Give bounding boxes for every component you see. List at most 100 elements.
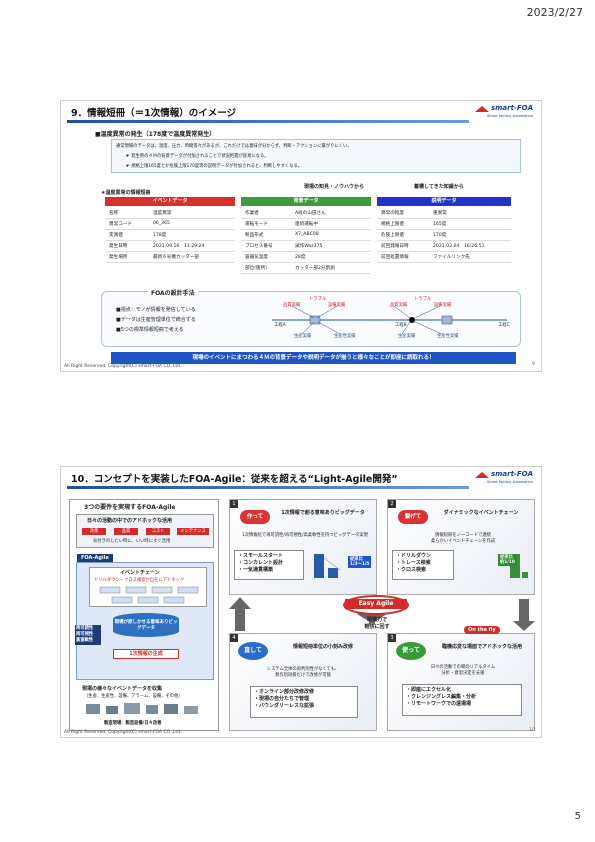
conclusion-banner: 現場のイベントにまつわる４Ｍの背景データや説明データが揃うと様々なことが即座に読… [111, 352, 516, 364]
q2-title: ダイナミックなイベントチェーン [443, 510, 519, 516]
process-flow-diagram [272, 305, 507, 335]
q3-title: 臨機応変な場面でアドホックな活用 [441, 644, 522, 650]
page-number: 5 [574, 811, 581, 822]
properties-list: 再可読性 再可視性 高速軟性 [75, 625, 101, 645]
quadrant-1: 1 作って 1次情報で創る意味ありビッグデータ 1次情報化で再可読性/再可視性/… [229, 499, 377, 595]
on-the-fly-tag: On the fly [464, 626, 500, 634]
verb-connect: 繋げて [398, 510, 428, 524]
q3-sub: 日々の活動での場のリアルタイム 分析・意思決定を支援 [430, 665, 496, 676]
quadrant-number: 2 [388, 500, 396, 508]
verb-make: 作って [240, 510, 270, 524]
event-chain-box: イベントチェーン ドリルダウン・クロス検索が自在にアドホック [89, 567, 207, 607]
card-label: ★温度異常の情報短冊 [101, 190, 151, 196]
easy-agile-label: Easy Agile [345, 599, 407, 609]
tag-quality: 品質 [114, 528, 138, 535]
table-row: 部位(箇所)カッター部2分割測 [241, 263, 371, 274]
event-data-header: イベントデータ [105, 197, 235, 206]
q2-sub: 情報短冊をノーコードで連続 柔らかいイベントチェーンを作成 [430, 533, 496, 544]
flow-equip-2: 設備実績 [434, 303, 452, 308]
slide-9: 9．情報短冊（＝1次情報）のイメージ smart-FOA Smart Facto… [60, 100, 542, 372]
tag-kaizen: 改善 [82, 528, 106, 535]
logo-subtext: Smart Factory Automation [487, 114, 533, 118]
q4-list: ・オンライン部分改修改修・現場の自分たちで管理・バウンダリーレスな拡張 [250, 686, 358, 718]
q2-badge: 従来比 約1/10 [498, 554, 517, 566]
slide-number: 9 [532, 362, 535, 367]
slide-number: 10 [529, 728, 535, 733]
background-data-header: 背景データ [241, 197, 371, 206]
quadrant-4: 4 直して 情報短冊単位の小刻み改修 システム全体の再判別性がなくても、 無作別… [229, 633, 377, 731]
smart-foa-logo: smart-FOA Smart Factory Automation [473, 470, 535, 488]
q4-title: 情報短冊単位の小刻み改修 [292, 644, 353, 650]
label-field-knowhow: 現場の知見・ノウハウから [304, 184, 365, 190]
flow-prod-1: 生産実績 [294, 334, 312, 339]
quadrant-2: 2 繋げて ダイナミックなイベントチェーン 情報短冊をノーコードで連続 柔らかい… [387, 499, 535, 595]
table-row: 名称温度異常 [105, 208, 235, 219]
tag-maintenance: メンテナンス [177, 528, 209, 535]
flow-quality-2: 品質実績 [390, 303, 408, 308]
slide-title: 9．情報短冊（＝1次情報）のイメージ [71, 108, 237, 119]
foa-agile-area: FOA-Agile イベントチェーン ドリルダウン・クロス検索が自在にアドホック… [75, 554, 214, 680]
method-box: FOAの設計手法 ■視点：モノが情報を発信している ■データは生産管理単位で統合… [101, 288, 521, 347]
quadrant-number: 4 [230, 634, 238, 642]
q1-title: 1次情報で創る意味ありビッグデータ [281, 510, 365, 516]
quadrant-number: 3 [388, 634, 396, 642]
quadrant-number: 1 [230, 500, 238, 508]
title-underline [67, 120, 469, 123]
desc-line-3: ☛ 規格上限165度とか危険上限170度等の説明データが付加されると、判断しやす… [126, 164, 303, 169]
verb-use: 使って [396, 642, 426, 660]
flow-process-a: 工程A [274, 323, 286, 328]
q1-bar-chart-icon [314, 554, 341, 578]
primary-info-generation: 1次情報の生成 [113, 649, 179, 659]
event-chain-sub: ドリルダウン・クロス検索が自在にアドホック [94, 578, 185, 583]
flow-quality-res-2: 生産性実績 [437, 334, 459, 339]
document-date: 2023/2/27 [526, 6, 583, 19]
desc-line-1: 通常現場のデータは、温度、圧力、時間等々があるが、これだけでは意味が分からず、判… [116, 144, 352, 149]
adhoc-box: 日々の活動の中でのアドホックな活用 改善 品質 コスト メンテナンス 気付きのし… [76, 514, 214, 548]
foa-agile-label: FOA-Agile [77, 554, 113, 562]
collect-sub: （生産、生産性、設備、アラーム、設備、その他） [84, 694, 183, 699]
q1-sub: 1次情報化で再可読性/再可視性/高柔軟性を持つビッグデータ実現 [242, 533, 368, 538]
tag-cost: コスト [146, 528, 170, 535]
q4-sub: システム全体の再判別性がなくても、 無作別短冊だけで改修が可能 [266, 667, 340, 678]
table-row: プロセス番号試作Waz375 [241, 241, 371, 252]
label-accumulated-knowledge: 蓄積してきた知識から [414, 184, 464, 190]
left-panel-title: 3つの要件を実現するFOA-Agile [84, 504, 176, 511]
flow-equip-1: 設備実績 [328, 303, 346, 308]
flow-prod-2: 生産実績 [398, 334, 416, 339]
tag-note: 気付きのしたい時に、いい時にすぐ活用 [93, 539, 171, 544]
q1-list: ・スモールスタート・コンカレント設計・一気通貫構築 [234, 550, 304, 580]
flow-quality-1: 品質実績 [283, 303, 301, 308]
explanation-data-header: 説明データ [377, 197, 511, 206]
case-title: ■温度異常の発生（178度で温度異常発生） [95, 131, 216, 138]
big-data-cylinder: 現場が欲しかせる意味ありビッグデータ [113, 613, 179, 637]
verb-fix: 直して [238, 642, 268, 660]
table-row: 運転モード連続運転中 [241, 219, 371, 230]
method-title: FOAの設計手法 [148, 288, 198, 297]
adhoc-title: 日々の活動の中でのアドホックな活用 [87, 518, 173, 524]
factory-machines-icon [86, 703, 198, 714]
collect-title: 現場の様々なイベントデータを収集 [82, 686, 163, 692]
description-box: 通常現場のデータは、温度、圧力、時間等々があるが、これだけでは意味が分からず、判… [111, 139, 521, 173]
logo-subtext: Smart Factory Automation [487, 480, 533, 484]
copyright-footer: All Right Reserved, Copyright(C) smart-F… [64, 364, 182, 369]
logo-roof-icon [475, 472, 489, 478]
easy-agile-badge: Easy Agile [343, 595, 409, 615]
logo-text: smart-FOA [490, 470, 533, 478]
copyright-footer: All Right Reserved, Copyright(C) smart-F… [64, 730, 182, 735]
easy-agile-sub: 現場力で 軽快に回す [364, 617, 390, 630]
table-row: 異常の程度重異常 [377, 208, 511, 219]
left-panel: 3つの要件を実現するFOA-Agile 日々の活動の中でのアドホックな活用 改善… [69, 499, 219, 731]
q2-list: ・ドリルダウン・トレース検索・クロス検索 [392, 550, 454, 580]
prop-1: 再可読性 [76, 626, 94, 631]
flow-process-b: 工程B [395, 323, 407, 328]
flow-trouble-2: トラブル [414, 297, 432, 302]
